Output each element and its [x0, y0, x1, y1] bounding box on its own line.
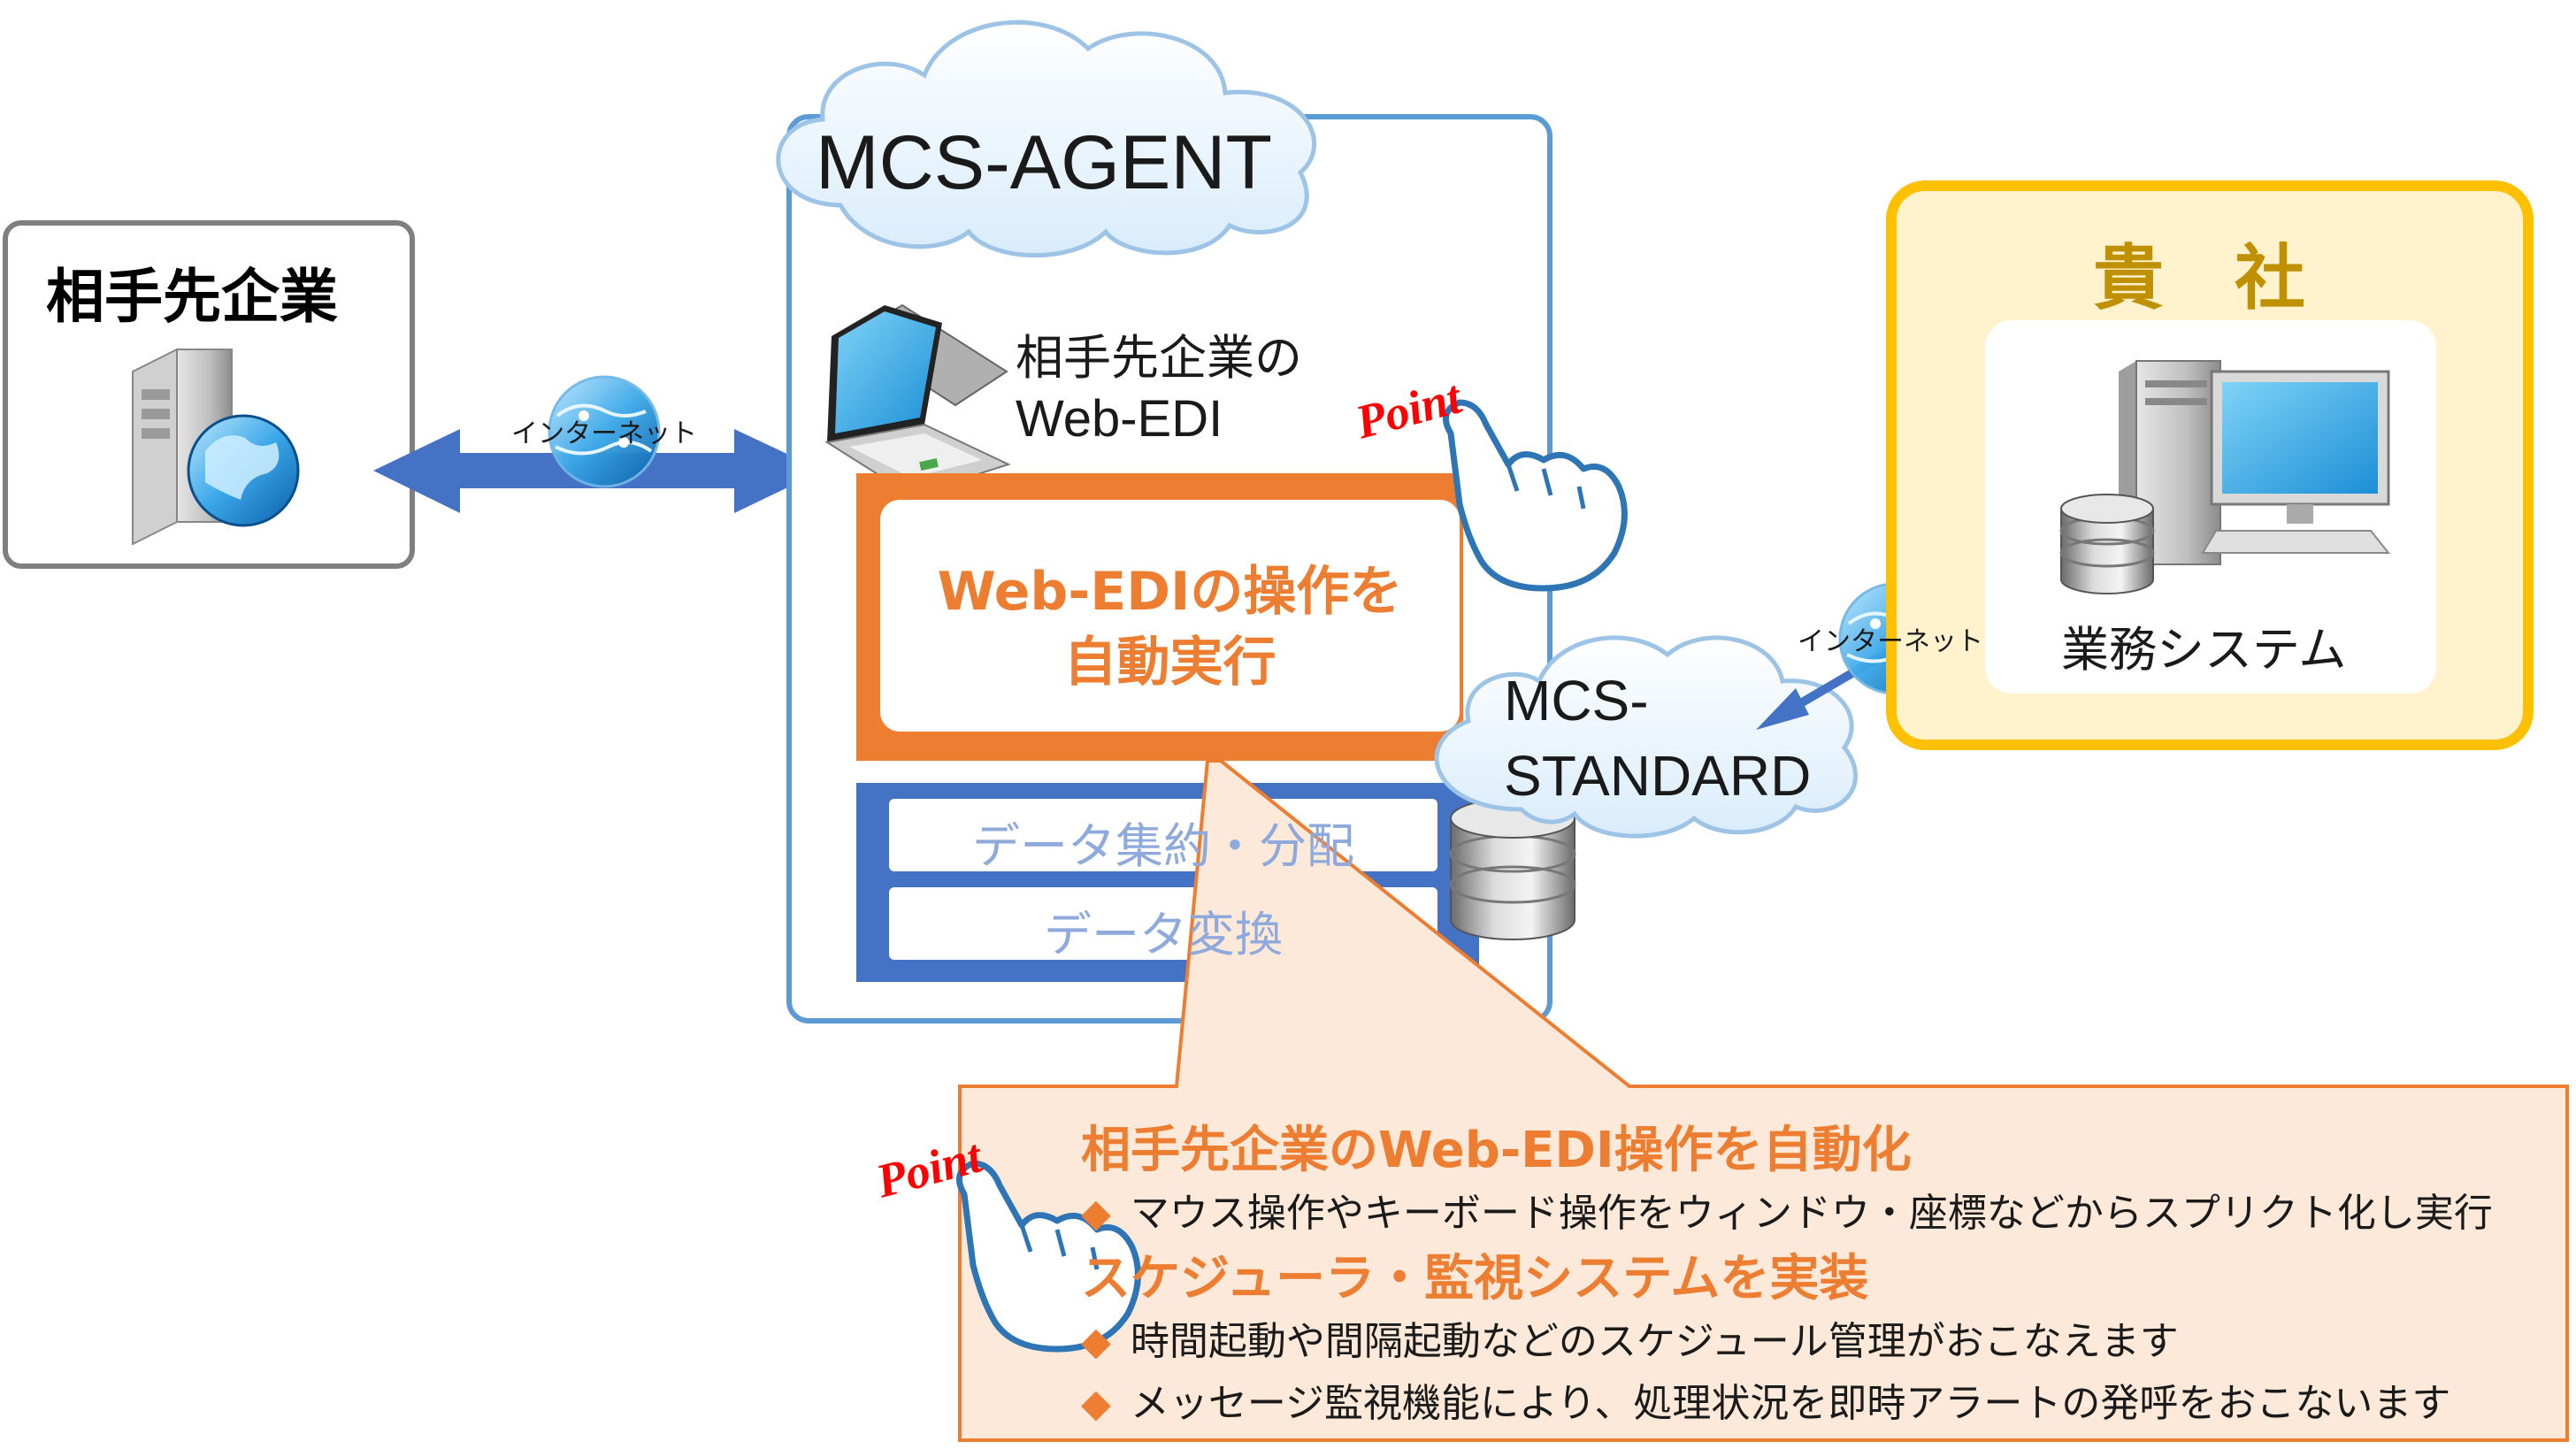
pointing-hand-icon: [1442, 399, 1628, 592]
bullet-marker: ◆: [1081, 1319, 1111, 1364]
database-icon-client: [2059, 494, 2155, 594]
auto-exec-line2: 自動実行: [1063, 632, 1276, 694]
bullet-text: 時間起動や間隔起動などのスケジュール管理がおこなえます: [1130, 1319, 2179, 1364]
server-globe-icon: [132, 348, 300, 546]
agent-cloud-shape: [776, 19, 1317, 258]
standard-cloud-shape: [1434, 635, 1858, 839]
data-aggregation-label: データ集約・分配: [972, 818, 1354, 874]
client-title: 貴 社: [2093, 237, 2305, 319]
client-system-label: 業務システム: [2061, 622, 2347, 678]
laptop-icon: [824, 303, 1011, 497]
bullet-2: ◆ 時間起動や間隔起動などのスケジュール管理がおこなえます: [1081, 1309, 2179, 1366]
standard-label-line1: MCS-: [1504, 669, 1649, 732]
webedi-label-line2: Web-EDI: [1016, 390, 1223, 448]
bullet-1: ◆ マウス操作やキーボード操作をウィンドウ・座標などからスプリクト化し実行: [1081, 1181, 2493, 1238]
bullet-marker: ◆: [1081, 1381, 1111, 1426]
internet-right-label: インターネット: [1798, 626, 1983, 657]
partner-title: 相手先企業: [46, 263, 338, 331]
agent-title: MCS-AGENT: [816, 120, 1272, 205]
points-callout: [958, 759, 2569, 1442]
bullet-3: ◆ メッセージ監視機能により、処理状況を即時アラートの発呼をおこないます: [1081, 1371, 2450, 1428]
internet-left-label: インターネット: [511, 418, 697, 449]
points-heading-2: スケジューラ・監視システムを実装: [1081, 1250, 1869, 1307]
desktop-pc-icon: [2119, 360, 2391, 565]
data-conversion-label: データ変換: [1044, 907, 1283, 962]
webedi-label-line1: 相手先企業の: [1016, 330, 1302, 386]
bullet-text: マウス操作やキーボード操作をウィンドウ・座標などからスプリクト化し実行: [1130, 1191, 2493, 1236]
auto-exec-inner: [880, 500, 1460, 732]
pointing-hand-icon-callout: [955, 1160, 1141, 1353]
internet-globe-left-icon: [548, 375, 661, 488]
points-heading-1: 相手先企業のWeb-EDI操作を自動化: [1081, 1122, 1912, 1179]
bullet-marker: ◆: [1081, 1191, 1111, 1236]
standard-label-line2: STANDARD: [1504, 744, 1812, 808]
bullet-text: メッセージ監視機能により、処理状況を即時アラートの発呼をおこないます: [1130, 1381, 2451, 1426]
auto-exec-line1: Web-EDIの操作を: [937, 561, 1403, 623]
